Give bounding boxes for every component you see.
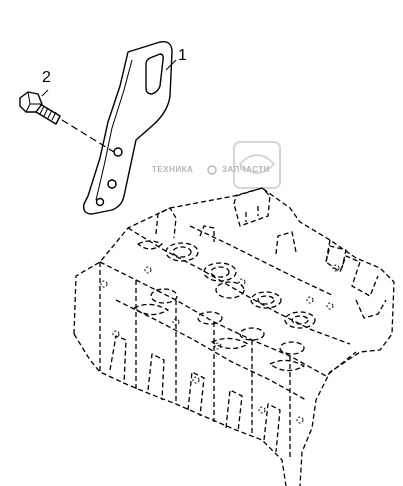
callout-1-label: 1 — [178, 47, 187, 64]
bracket-part — [82, 41, 173, 215]
watermark-left-text: ТЕХНИКА — [152, 165, 193, 174]
bolt-part — [19, 91, 61, 125]
cylinder-head — [73, 187, 395, 486]
watermark: ТЕХНИКА ЗАПЧАСТИ — [152, 141, 281, 189]
watermark-right-text: ЗАПЧАСТИ — [222, 165, 270, 174]
leader-line-2 — [41, 89, 49, 97]
watermark-logo-icon — [207, 165, 217, 175]
assembly-line — [61, 119, 115, 153]
leader-line-1 — [165, 59, 177, 71]
callout-2-label: 2 — [42, 69, 51, 86]
